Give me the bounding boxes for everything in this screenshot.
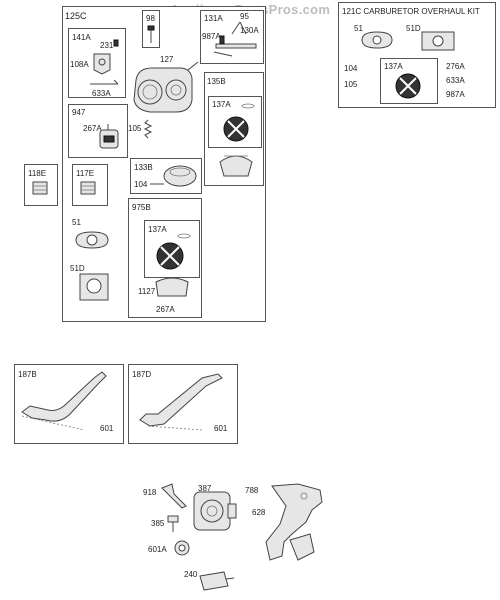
kit-title: 121C CARBURETOR OVERHAUL KIT [342, 7, 480, 16]
part-127-label: 127 [160, 55, 174, 64]
part-385-label: 385 [151, 519, 165, 528]
fuel-pump-icon [193, 491, 237, 531]
part-628-label: 628 [252, 508, 266, 517]
fuel-solenoid-icon [99, 124, 119, 149]
part-267A-label: 267A [83, 124, 102, 133]
choke-lever-icon [90, 39, 119, 85]
part-104-label: 104 [134, 180, 148, 189]
kit-633A-label: 633A [446, 76, 465, 85]
tube-187B-label: 187B [18, 370, 37, 379]
part-131A-label: 131A [204, 14, 223, 23]
part-135B-label: 135B [207, 77, 226, 86]
part-240-label: 240 [184, 570, 198, 579]
part-387-label: 387 [198, 484, 212, 493]
part-267A-label-b: 267A [156, 305, 175, 314]
gasket-51D-icon [79, 273, 109, 301]
screw-icon [147, 25, 155, 43]
kit-51D-label: 51D [406, 24, 421, 33]
kit-105-label: 105 [344, 80, 358, 89]
kit-137A-label: 137A [384, 62, 403, 71]
part-98-label: 98 [146, 14, 155, 23]
kit-987A-label: 987A [446, 90, 465, 99]
main-group-label: 125C [65, 11, 87, 21]
part-133B-label: 133B [134, 163, 153, 172]
part-601A-label: 601A [148, 545, 167, 554]
kit-gasket-set-icon [395, 73, 421, 99]
kit-51-label: 51 [354, 24, 363, 33]
kit-276A-label: 276A [446, 62, 465, 71]
part-1127-label: 1127 [138, 287, 156, 296]
kit-gasket-51D-icon [421, 31, 455, 51]
tube-187B-part-label: 601 [100, 424, 114, 433]
throttle-shaft-icon [213, 21, 257, 57]
hose-clamp-icon [174, 540, 190, 556]
part-118E-label: 118E [28, 169, 47, 178]
breather-tube-187D-icon [139, 373, 223, 431]
part-130A-label: 130A [240, 26, 259, 35]
bowl-nut-icon [32, 181, 48, 195]
carburetor-body-icon [133, 61, 199, 113]
pump-bracket-icon [265, 483, 323, 561]
kit-gasket-51-icon [361, 31, 393, 49]
part-105-label: 105 [128, 124, 142, 133]
part-788-label: 788 [245, 486, 259, 495]
bowl-screw-icon [80, 181, 96, 195]
fuel-filter-icon [199, 571, 235, 591]
gasket-kit-b-icon [155, 233, 191, 297]
part-987A-label: 987A [202, 32, 221, 41]
part-117E-label: 117E [76, 169, 95, 178]
part-51D-label: 51D [70, 264, 85, 273]
part-108A-label: 108A [70, 60, 89, 69]
part-95-label: 95 [240, 12, 249, 21]
tube-187D-label: 187D [132, 370, 152, 379]
part-975B-label: 975B [132, 203, 151, 212]
gasket-kit-icon [219, 103, 255, 177]
gasket-51-icon [75, 231, 109, 249]
tube-187D-part-label: 601 [214, 424, 228, 433]
part-141A-label: 141A [72, 33, 91, 42]
kit-104-label: 104 [344, 64, 358, 73]
part-231-label: 231 [100, 41, 114, 50]
breather-tube-187B-icon [21, 371, 107, 431]
part-947-label: 947 [72, 108, 86, 117]
float-icon [150, 165, 197, 187]
part-137A-label-a: 137A [212, 100, 231, 109]
part-918-label: 918 [143, 488, 157, 497]
fuel-pump-fitting-icon [161, 483, 187, 509]
part-633A-label: 633A [92, 89, 111, 98]
part-137A-label-b: 137A [148, 225, 167, 234]
bolt-385-icon [167, 515, 179, 532]
linkage-box [200, 10, 264, 64]
part-51-label: 51 [72, 218, 81, 227]
spring-icon [143, 119, 153, 139]
